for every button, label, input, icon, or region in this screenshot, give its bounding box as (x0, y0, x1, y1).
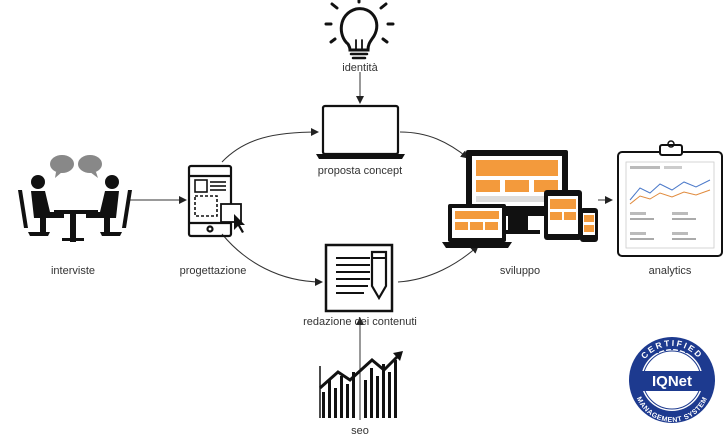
growth-chart-icon (319, 351, 403, 418)
certification-seal: CERTIFIED MANAGEMENT SYSTEM IQNet (629, 337, 715, 424)
label-redazione: redazione dei contenuti (303, 316, 417, 328)
interview-icon (18, 155, 132, 242)
label-analytics: analytics (649, 265, 692, 277)
connectors (128, 72, 613, 420)
label-progettazione: progettazione (180, 265, 247, 277)
label-proposta: proposta concept (318, 165, 402, 177)
label-seo: seo (351, 425, 369, 437)
edge-progettazione-proposta (221, 128, 319, 163)
edge-redazione-sviluppo (397, 245, 479, 283)
devices-icon (442, 150, 598, 248)
edge-progettazione-redazione (221, 233, 323, 286)
clipboard-chart-icon (617, 140, 723, 257)
laptop-icon (316, 104, 405, 159)
wireframe-icon (187, 164, 245, 238)
content-doc-icon (324, 243, 394, 313)
lightbulb-icon (324, 0, 395, 60)
edge-proposta-sviluppo (399, 131, 469, 159)
label-interviste: interviste (51, 265, 95, 277)
seal-brand: IQNet (652, 373, 692, 390)
label-identita: identità (342, 62, 378, 74)
label-sviluppo: sviluppo (500, 265, 540, 277)
